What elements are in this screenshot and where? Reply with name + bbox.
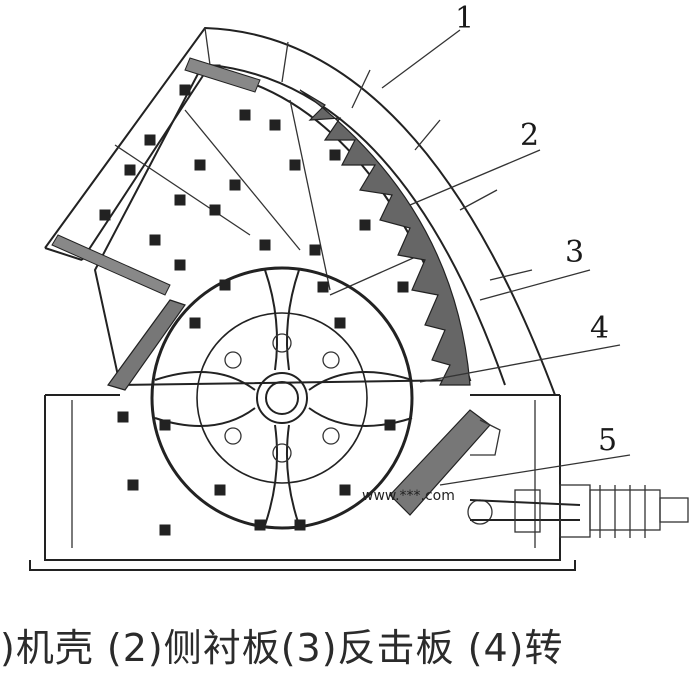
housing-casing: [44, 26, 556, 396]
callout-label-2: 2: [520, 118, 539, 153]
adjusting-device: [389, 409, 689, 538]
callout-label-4: 4: [590, 311, 609, 346]
callout-label-5: 5: [598, 423, 617, 458]
figure-caption: )机壳 (2)侧衬板(3)反击板 (4)转: [0, 626, 564, 670]
base-frame: [29, 394, 576, 571]
callout-lines: [381, 29, 631, 486]
callout-label-3: 3: [565, 235, 584, 270]
rotor: [117, 266, 414, 536]
callout-label-1: 1: [455, 1, 474, 36]
impact-plate: [299, 89, 471, 386]
side-liner: [51, 57, 261, 391]
watermark: www.***.com: [362, 488, 455, 504]
